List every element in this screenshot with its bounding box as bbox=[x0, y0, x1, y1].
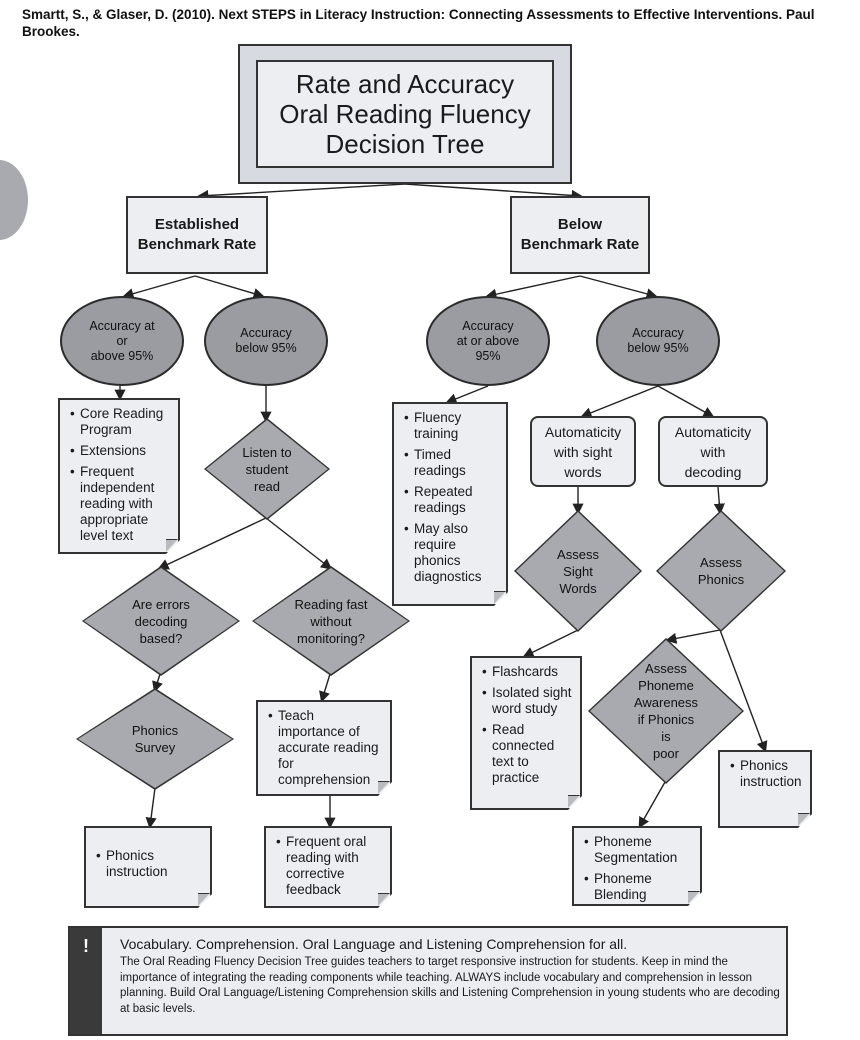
list-item: Isolated sight word study bbox=[482, 685, 572, 717]
note-flashcards: Flashcards Isolated sight word study Rea… bbox=[470, 656, 582, 810]
diamond-reading-fast: Reading fast without monitoring? bbox=[252, 566, 410, 676]
list-item: Core Reading Program bbox=[70, 406, 170, 438]
automaticity-decoding-box: Automaticity with decoding bbox=[658, 416, 768, 487]
note-fluency: Fluency training Timed readings Repeated… bbox=[392, 402, 508, 606]
footer-title: Vocabulary. Comprehension. Oral Language… bbox=[120, 936, 628, 952]
diamond-assess-sight-words: Assess Sight Words bbox=[514, 510, 642, 632]
exclamation-icon: ! bbox=[70, 928, 102, 1034]
list-item: Frequent independent reading with approp… bbox=[70, 464, 170, 544]
oval-est-accuracy-low: Accuracy below 95% bbox=[204, 296, 328, 386]
page-title: Rate and Accuracy Oral Reading Fluency D… bbox=[256, 60, 554, 168]
footer-callout: ! Vocabulary. Comprehension. Oral Langua… bbox=[68, 926, 788, 1036]
list-item: Teach importance of accurate reading for… bbox=[268, 708, 382, 788]
oval-est-accuracy-high: Accuracy at or above 95% bbox=[60, 296, 184, 386]
list-item: Phonics instruction bbox=[730, 758, 802, 790]
list-item: Extensions bbox=[70, 443, 170, 459]
note-frequent-oral-reading: Frequent oral reading with corrective fe… bbox=[264, 826, 392, 908]
diamond-assess-phonics: Assess Phonics bbox=[656, 510, 786, 632]
note-phonics-instruction-left: Phonics instruction bbox=[84, 826, 212, 908]
footer-body: The Oral Reading Fluency Decision Tree g… bbox=[120, 956, 780, 1015]
title-frame: Rate and Accuracy Oral Reading Fluency D… bbox=[238, 44, 572, 184]
list-item: Timed readings bbox=[404, 447, 498, 479]
note-phoneme: Phoneme Segmentation Phoneme Blending bbox=[572, 826, 702, 906]
automaticity-sight-words-box: Automaticity with sight words bbox=[530, 416, 636, 487]
list-item: Repeated readings bbox=[404, 484, 498, 516]
diamond-phonics-survey: Phonics Survey bbox=[76, 688, 234, 790]
note-teach-importance: Teach importance of accurate reading for… bbox=[256, 700, 392, 796]
diamond-listen-to-student: Listen to student read bbox=[204, 418, 330, 520]
diamond-errors-decoding: Are errors decoding based? bbox=[82, 566, 240, 676]
below-benchmark-box: Below Benchmark Rate bbox=[510, 196, 650, 274]
note-core-reading: Core Reading Program Extensions Frequent… bbox=[58, 398, 180, 554]
list-item: Fluency training bbox=[404, 410, 498, 442]
list-item: May also require phonics diagnostics bbox=[404, 521, 498, 585]
oval-below-accuracy-low: Accuracy below 95% bbox=[596, 296, 720, 386]
established-benchmark-box: Established Benchmark Rate bbox=[126, 196, 268, 274]
list-item: Flashcards bbox=[482, 664, 572, 680]
oval-below-accuracy-high: Accuracy at or above 95% bbox=[426, 296, 550, 386]
note-phonics-instruction-right: Phonics instruction bbox=[718, 750, 812, 828]
list-item: Read connected text to practice bbox=[482, 722, 572, 786]
list-item: Phonics instruction bbox=[96, 848, 202, 880]
list-item: Phoneme Blending bbox=[584, 871, 692, 903]
citation: Smartt, S., & Glaser, D. (2010). Next ST… bbox=[22, 7, 815, 39]
list-item: Frequent oral reading with corrective fe… bbox=[276, 834, 382, 898]
list-item: Phoneme Segmentation bbox=[584, 834, 692, 866]
